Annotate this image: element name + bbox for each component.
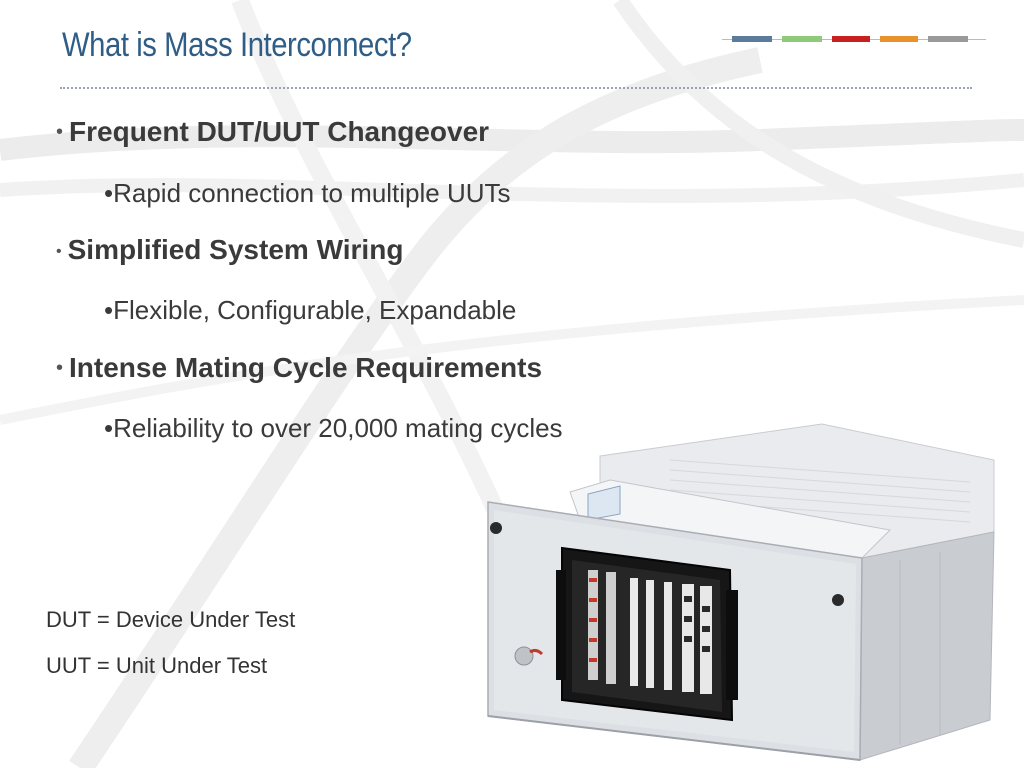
color-accent-bar (722, 34, 986, 44)
accent-segment-1 (732, 36, 772, 42)
bullet-sub-1: •Rapid connection to multiple UUTs (104, 178, 511, 208)
mass-interconnect-receiver-photo (487, 423, 995, 761)
bullet-heading-2: •Simplified System Wiring (56, 234, 404, 265)
bullet-sub-2: •Flexible, Configurable, Expandable (104, 295, 517, 325)
bullet-heading-1: •Frequent DUT/UUT Changeover (56, 116, 490, 147)
bullet-marker: • (56, 243, 62, 260)
slide-title: What is Mass Interconnect? (62, 26, 412, 64)
note-uut-definition: UUT = Unit Under Test (46, 653, 268, 678)
title-divider (60, 87, 972, 89)
bullet-marker: • (56, 121, 64, 143)
accent-segment-2 (782, 36, 822, 42)
bullet-marker: • (56, 357, 64, 379)
bullet-heading-3: •Intense Mating Cycle Requirements (56, 352, 543, 383)
accent-segment-3 (832, 36, 870, 42)
accent-segment-4 (880, 36, 918, 42)
bullet-sub-3: •Reliability to over 20,000 mating cycle… (104, 413, 563, 443)
note-dut-definition: DUT = Device Under Test (46, 607, 296, 632)
accent-segment-5 (928, 36, 968, 42)
